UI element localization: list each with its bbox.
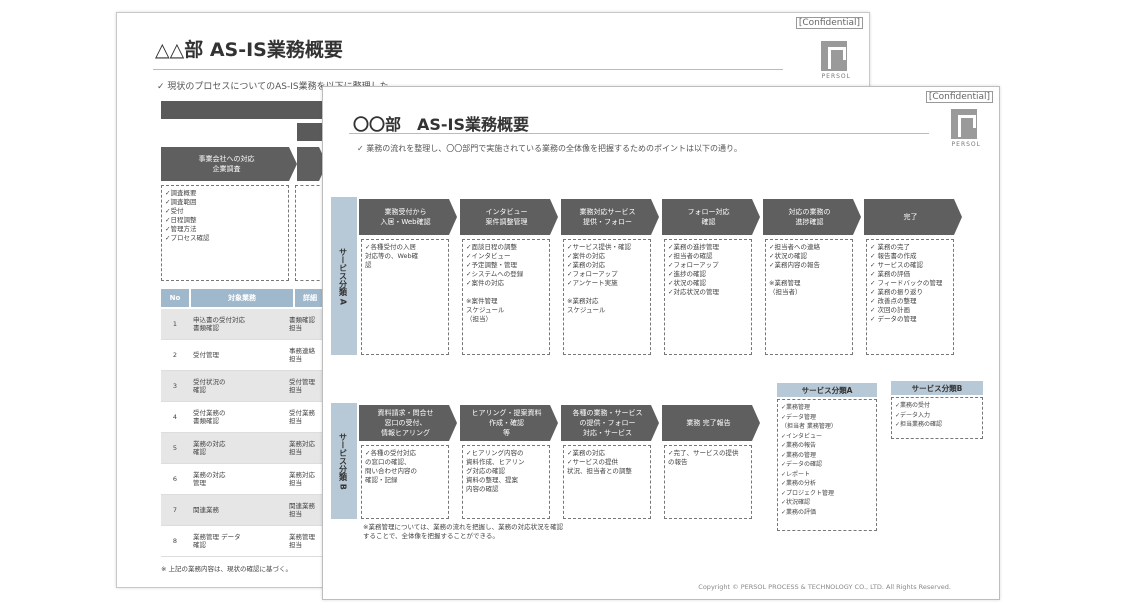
process-step-details: ✓担当者への連絡 ✓状況の確認 ✓業務内容の報告 ※業務管理 （担当者） (765, 239, 853, 355)
back-logo-text: PERSOL (821, 73, 851, 80)
process-step-details: ✓各種受付の入居 対応等の、Web確 認 (361, 239, 449, 355)
process-step-chevron: 資料請求・問合せ 窓口の受付、 情報ヒアリング (359, 405, 457, 441)
table-cell-detail: 事務連絡 担当 (289, 347, 315, 363)
table-cell-detail: 関連業務 担当 (289, 502, 315, 518)
process-step-details: ✓完了、サービスの提供 の報告 (664, 445, 752, 519)
back-process-details-2 (295, 185, 325, 281)
table-cell-no: 2 (172, 351, 178, 359)
back-logo-icon (821, 41, 847, 71)
table-cell-name: 業務管理 データ 確認 (193, 533, 241, 549)
table-cell-detail: 受付管理 担当 (289, 378, 315, 394)
side-label-a: サービス分類 A (331, 197, 355, 355)
table-cell-detail: 書類確認 担当 (289, 316, 315, 332)
process-step-details: ✓各種の受付対応 の窓口の確認、 問い合わせ内容の 確認・記録 (361, 445, 449, 519)
table-cell-name: 業務の対応 確認 (193, 440, 226, 456)
process-step-chevron: インタビュー 案件調整管理 (460, 199, 558, 235)
front-slide-subtitle: ✓ 業務の流れを整理し、〇〇部門で実施されている業務の全体像を把握するためのポイ… (357, 144, 742, 153)
back-table-header-name: 対象業務 (191, 289, 293, 307)
table-cell-name: 関連業務 (193, 506, 219, 514)
back-table-header-detail: 詳細 (295, 289, 325, 307)
table-cell-detail: 受付業務 担当 (289, 409, 315, 425)
process-step-chevron: ヒアリング・提案資料 作成・確認 等 (460, 405, 558, 441)
back-process-chevron: 事業会社への対応 企業調査 (161, 147, 297, 181)
row-b-divider (355, 403, 357, 519)
back-slide-title: △△部 AS-IS業務概要 (155, 39, 343, 61)
front-note: ※業務管理については、業務の流れを把握し、業務の対応状況を確認 することで、全体… (363, 523, 564, 540)
process-step-details: ✓業務の進捗管理 ✓担当者の確認 ✓フォローアップ ✓進捗の確認 ✓状況の確認 … (664, 239, 752, 355)
list-box-2-items: ✓業務の受付 ✓データ入力 ✓担当業務の確認 (891, 397, 983, 439)
table-cell-name: 業務の対応 管理 (193, 471, 226, 487)
process-step-details: ✓業務の対応 ✓サービスの提供 状況、担当者との調整 (563, 445, 651, 519)
table-row: 1 申込書の受付対応 書類確認 書類確認 担当 (161, 309, 325, 340)
table-cell-detail: 業務対応 担当 (289, 440, 315, 456)
back-title-divider (153, 69, 783, 70)
process-step-details: ✓サービス提供・確認 ✓案件の対応 ✓業務の対応 ✓フォローアップ ✓アンケート… (563, 239, 651, 355)
front-slide: [Confidential] PERSOL 〇〇部 AS-IS業務概要 ✓ 業務… (322, 86, 1000, 600)
table-cell-no: 7 (172, 506, 178, 514)
front-logo-icon (951, 109, 977, 139)
table-cell-no: 1 (172, 320, 178, 328)
table-row: 8 業務管理 データ 確認 業務管理 担当 (161, 526, 325, 557)
process-step-chevron: 業務 完了報告 (662, 405, 760, 441)
process-step-chevron: 各種の業務・サービス の提供・フォロー 対応・サービス (561, 405, 659, 441)
table-cell-name: 受付管理 (193, 351, 219, 359)
front-copyright: Copyright © PERSOL PROCESS & TECHNOLOGY … (698, 583, 951, 591)
list-box-2-title: サービス分類B (891, 381, 983, 395)
front-logo-text: PERSOL (951, 141, 981, 148)
table-cell-detail: 業務対応 担当 (289, 471, 315, 487)
table-cell-name: 受付状況の 確認 (193, 378, 226, 394)
table-row: 2 受付管理 事務連絡 担当 (161, 340, 325, 371)
table-row: 5 業務の対応 確認 業務対応 担当 (161, 433, 325, 464)
front-confidential-label: [Confidential] (925, 91, 993, 103)
table-row: 7 関連業務 関連業務 担当 (161, 495, 325, 526)
process-step-chevron: 業務対応サービス 提供・フォロー (561, 199, 659, 235)
list-box-1-title: サービス分類A (777, 383, 877, 397)
process-step-chevron: フォロー対応 確認 (662, 199, 760, 235)
table-cell-no: 5 (172, 444, 178, 452)
side-label-b: サービス分類 B (331, 403, 355, 519)
back-process-details: ✓調査概要 ✓調査範囲 ✓受付 ✓日程調整 ✓管理方法 ✓プロセス確認 (161, 185, 289, 281)
table-row: 4 受付業務の 書類確認 受付業務 担当 (161, 402, 325, 433)
table-cell-name: 受付業務の 書類確認 (193, 409, 226, 425)
back-footnote: ※ 上記の業務内容は、現状の確認に基づく。 (161, 565, 293, 573)
table-cell-no: 6 (172, 475, 178, 483)
process-step-chevron: 完了 (864, 199, 962, 235)
back-process-header-bar (161, 101, 325, 119)
table-cell-no: 4 (172, 413, 178, 421)
process-step-chevron: 対応の業務の 進捗確認 (763, 199, 861, 235)
front-slide-title: 〇〇部 AS-IS業務概要 (353, 115, 530, 134)
table-cell-no: 3 (172, 382, 178, 390)
back-table-header-no: No (161, 289, 189, 307)
front-title-divider (349, 133, 929, 134)
list-box-1-items: ✓業務管理 ✓データ管理 （担当者 業務管理） ✓インタビュー ✓業務の報告 ✓… (777, 399, 877, 531)
table-cell-no: 8 (172, 537, 178, 545)
back-slide-subtitle: ✓ 現状のプロセスについてのAS-IS業務を以下に整理した。 (157, 82, 398, 92)
process-step-details: ✓ヒアリング内容の 資料作成、ヒアリン グ対応の確認 資料の整理、提案 内容の確… (462, 445, 550, 519)
table-row: 3 受付状況の 確認 受付管理 担当 (161, 371, 325, 402)
back-process-subheader-bar (297, 123, 325, 141)
table-row: 6 業務の対応 管理 業務対応 担当 (161, 464, 325, 495)
process-step-details: ✓ 業務の完了 ✓ 報告書の作成 ✓ サービスの確認 ✓ 業務の評価 ✓ フィー… (866, 239, 954, 355)
table-cell-detail: 業務管理 担当 (289, 533, 315, 549)
process-step-chevron: 業務受付から 入居・Web確認 (359, 199, 457, 235)
table-cell-name: 申込書の受付対応 書類確認 (193, 316, 245, 332)
process-step-details: ✓面談日程の調整 ✓インタビュー ✓予定調整・管理 ✓システムへの登録 ✓案件の… (462, 239, 550, 355)
row-a-divider (355, 197, 357, 355)
back-confidential-label: [Confidential] (795, 17, 863, 29)
